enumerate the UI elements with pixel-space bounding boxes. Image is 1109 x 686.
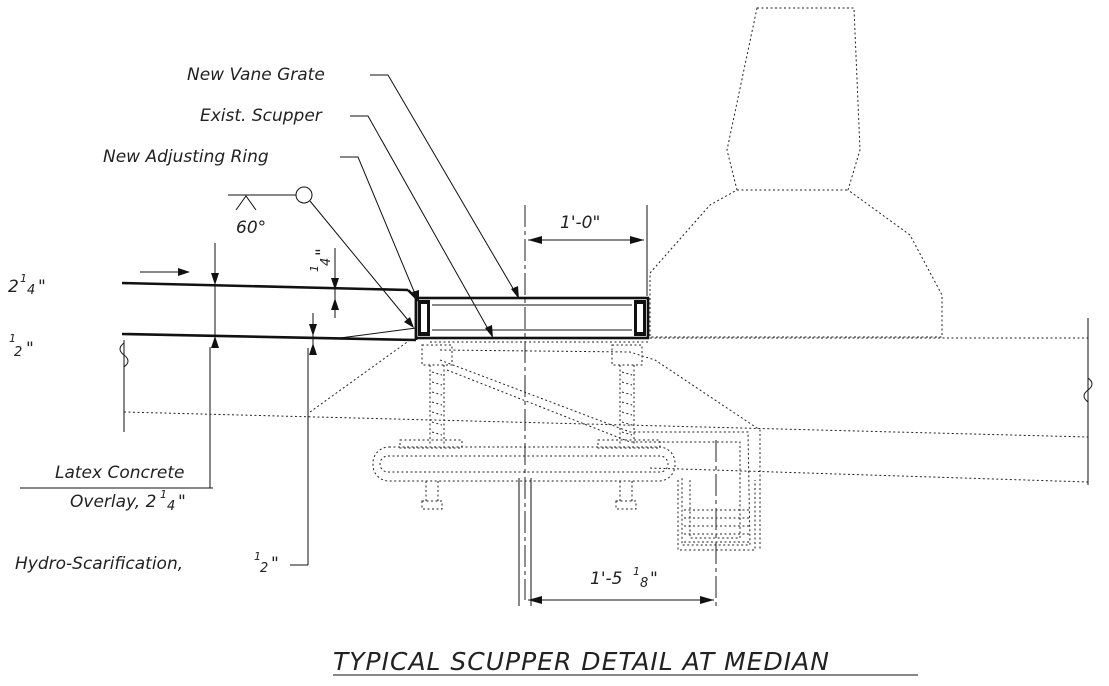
deck-lower-line (649, 467, 1089, 483)
new-vane-grate (414, 296, 650, 340)
overlay-taper (339, 327, 417, 339)
left-bot-inch: " (26, 339, 34, 359)
leader-vane-grate (370, 74, 519, 298)
offset-dim-arrow-left (528, 596, 542, 604)
weld-arrow-line (309, 200, 413, 326)
drawing-title: TYPICAL SCUPPER DETAIL AT MEDIAN (333, 647, 830, 676)
scupper-offset-den: 8 (640, 576, 648, 591)
grate-width-dim: 1'-0" (560, 213, 600, 233)
left-top-inch: " (38, 277, 46, 297)
quarter-inch: " (313, 248, 333, 256)
overlay-thick-arrow-top (211, 273, 219, 285)
hydro-inch: " (271, 554, 279, 574)
left-bot-den: 2 (14, 345, 22, 360)
overlay-arrow-head (178, 268, 190, 276)
left-top-num: 1 (20, 272, 27, 285)
scupper-frame-right (611, 344, 643, 366)
hydro-frac-den: 2 (260, 561, 268, 576)
weld-v (235, 195, 257, 211)
latex-frac-den: 4 (167, 499, 175, 514)
grate-dim-arrow-left (528, 236, 542, 244)
label-exist-scupper: Exist. Scupper (200, 106, 323, 126)
scupper-offset-inch: " (650, 569, 658, 589)
clamp-bar (372, 446, 676, 482)
quarter-den: 4 (319, 258, 334, 266)
offset-dim-arrow-right (700, 596, 714, 604)
clamp-block-left (399, 439, 463, 449)
quarter-arrow-bot (331, 298, 339, 310)
weld-arrow-head (404, 317, 414, 328)
label-hydro: Hydro-Scarification, (15, 554, 183, 574)
angle-60: 60° (236, 218, 266, 238)
overlay-bottom (121, 332, 417, 342)
overlay-thick-arrow-bot (211, 336, 219, 348)
median-barrier (649, 7, 943, 338)
slab-taper-dotted (309, 339, 411, 413)
scupper-frame-left (421, 344, 453, 366)
scupper-offset-num: 1 (633, 565, 640, 578)
hydro-arrow-top (309, 324, 317, 336)
clamp-block-right (597, 439, 661, 449)
bolt-right (619, 365, 635, 445)
hydro-arrow-bot (309, 343, 317, 355)
weld-circle (295, 186, 313, 204)
bolt-left (429, 365, 445, 445)
latex-inch: " (178, 492, 186, 512)
bolt-right-lower (615, 481, 637, 510)
overlay-top (121, 281, 409, 292)
leader-exist-scupper (350, 115, 493, 337)
leader-adjusting-ring (340, 156, 419, 302)
label-latex-concrete: Latex Concrete (55, 463, 184, 483)
left-bot-num: 1 (9, 332, 16, 345)
clamp-bar-inner (379, 455, 669, 473)
left-top-den: 4 (27, 283, 35, 298)
leader-exist-scupper-head (485, 325, 493, 338)
overlay-bevel (407, 289, 417, 299)
hydro-frac-num: 1 (254, 550, 261, 563)
scupper-offset-dim: 1'-5 (590, 569, 622, 589)
leader-adjusting-ring-head (412, 290, 419, 303)
label-new-adjusting-ring: New Adjusting Ring (103, 147, 269, 167)
quarter-arrow-top (331, 278, 339, 290)
label-new-vane-grate: New Vane Grate (187, 65, 325, 85)
quarter-num: 1 (308, 265, 321, 272)
deck-bottom-line (123, 411, 1089, 438)
left-break-symbol (119, 342, 129, 368)
latex-frac-num: 1 (160, 488, 167, 501)
adjusting-ring-left-inner (421, 304, 427, 332)
scupper-pipe-upper (439, 349, 761, 550)
scupper-pipe (439, 359, 751, 546)
left-top-whole: 2 (8, 277, 19, 297)
adjusting-ring-right-inner (637, 304, 643, 332)
grate-dim-arrow-right (630, 236, 644, 244)
leader-vane-grate-head (511, 286, 519, 299)
label-latex-overlay: Overlay, 2 (70, 492, 156, 512)
bolt-left-lower (421, 481, 443, 510)
right-break-symbol (1083, 377, 1093, 403)
downspout (518, 478, 532, 606)
